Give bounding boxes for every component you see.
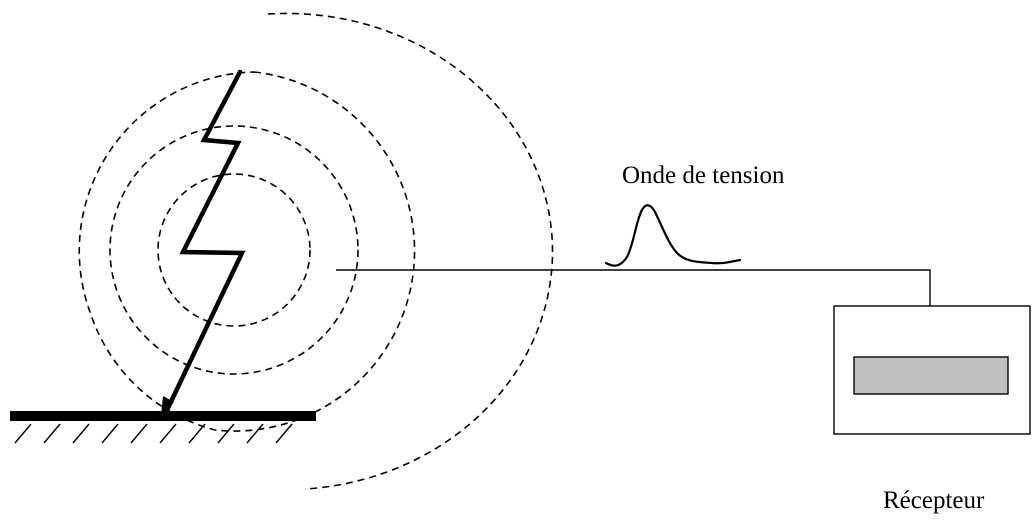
field-arc-third <box>79 72 414 431</box>
ground-plate <box>10 411 316 421</box>
receiver-inner-bar <box>854 357 1008 394</box>
ground-hatching <box>15 424 292 443</box>
lightning-bolt-path <box>167 72 242 410</box>
field-circle-inner <box>158 174 310 326</box>
lightning-bolt <box>161 72 242 416</box>
receiver-device <box>834 306 1030 434</box>
voltage-wave-pulse <box>606 205 740 265</box>
field-circle-middle <box>110 126 358 374</box>
receiver-label: Récepteur <box>883 487 985 514</box>
voltage-wave-label: Onde de tension <box>622 162 785 189</box>
